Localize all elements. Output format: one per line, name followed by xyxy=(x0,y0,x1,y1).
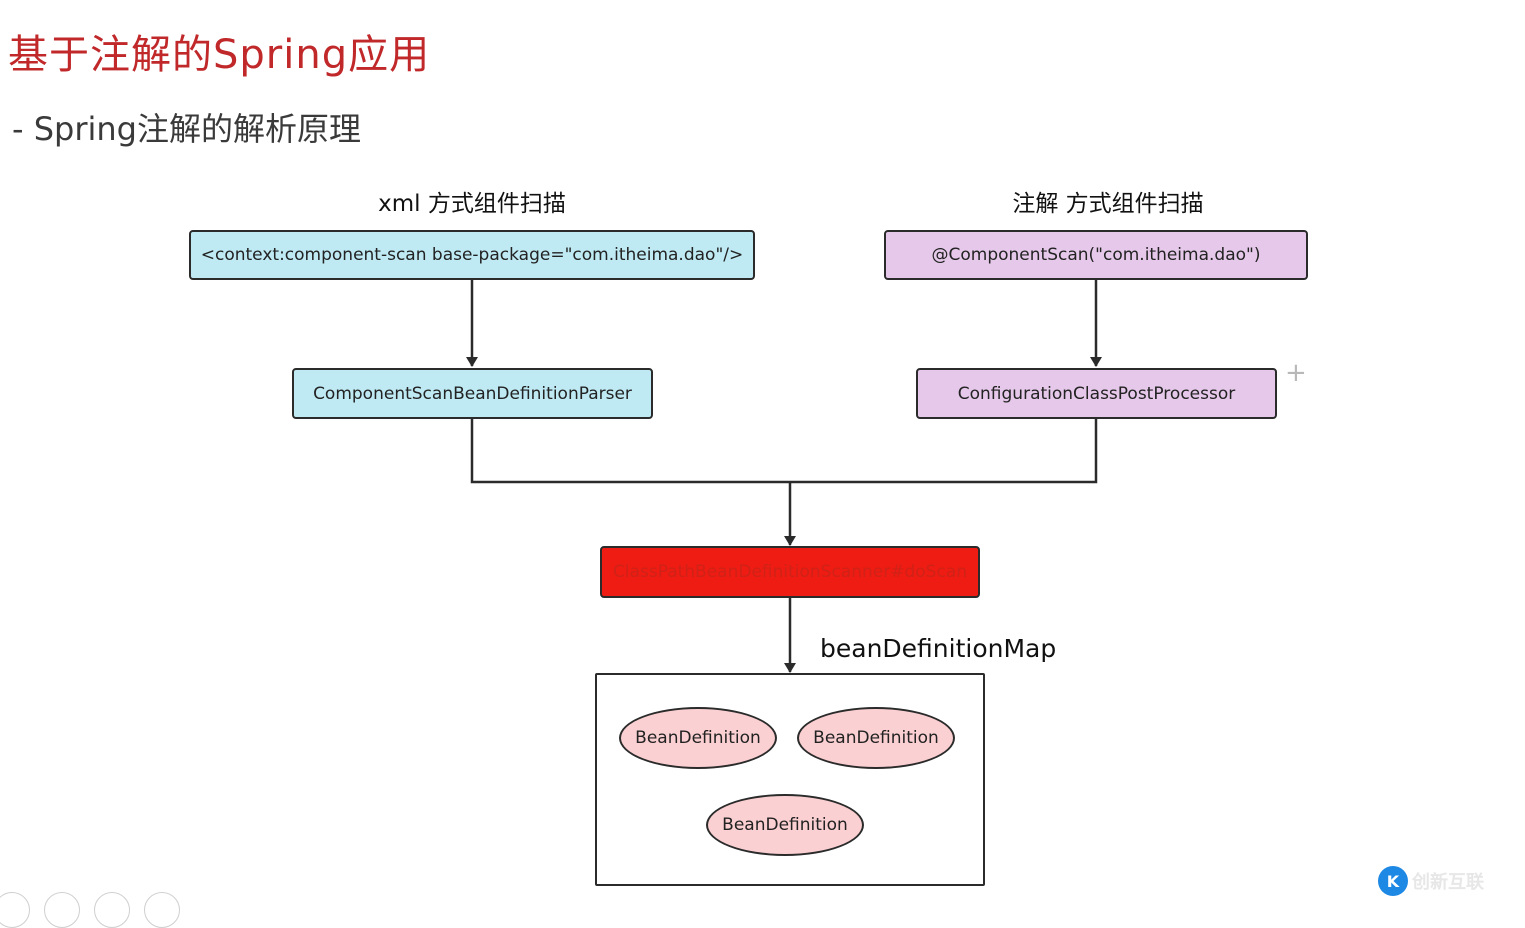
nav-back-icon[interactable] xyxy=(0,892,30,928)
bean-definition-label: BeanDefinition xyxy=(635,728,761,748)
scanner-label: ClassPathBeanDefinitionScanner#doScan xyxy=(612,562,968,582)
bean-definition-node: BeanDefinition xyxy=(797,707,955,769)
xml-component-scan-node: <context:component-scan base-package="co… xyxy=(189,230,755,280)
bean-definition-node: BeanDefinition xyxy=(706,794,864,856)
component-scan-annotation-node: @ComponentScan("com.itheima.dao") xyxy=(884,230,1308,280)
bean-definition-map-label: beanDefinitionMap xyxy=(820,634,1057,663)
parser-label: ComponentScanBeanDefinitionParser xyxy=(313,383,632,404)
watermark-text: 创新互联 xyxy=(1412,872,1484,893)
scanner-node: ClassPathBeanDefinitionScanner#doScan xyxy=(600,546,980,598)
slide-title: 基于注解的Spring应用 xyxy=(8,32,431,78)
xml-component-scan-label: <context:component-scan base-package="co… xyxy=(200,245,744,265)
watermark: K 创新互联 xyxy=(1378,866,1484,896)
slide-subtitle: - Spring注解的解析原理 xyxy=(12,110,361,148)
component-scan-annotation-label: @ComponentScan("com.itheima.dao") xyxy=(931,245,1261,265)
annotation-scan-heading: 注解 方式组件扫描 xyxy=(1012,191,1204,217)
plus-icon[interactable]: + xyxy=(1285,358,1307,388)
bean-definition-map-container: BeanDefinition BeanDefinition BeanDefini… xyxy=(595,673,985,886)
post-processor-node: ConfigurationClassPostProcessor xyxy=(916,368,1277,419)
bean-definition-node: BeanDefinition xyxy=(619,707,777,769)
bean-definition-label: BeanDefinition xyxy=(722,815,848,835)
xml-scan-heading: xml 方式组件扫描 xyxy=(378,191,566,217)
nav-more-icon[interactable] xyxy=(144,892,180,928)
nav-zoom-icon[interactable] xyxy=(94,892,130,928)
nav-menu-icon[interactable] xyxy=(44,892,80,928)
parser-node: ComponentScanBeanDefinitionParser xyxy=(292,368,653,419)
connector-merge xyxy=(470,419,1098,484)
post-processor-label: ConfigurationClassPostProcessor xyxy=(957,383,1236,404)
slide-nav-controls xyxy=(0,892,180,928)
bean-definition-label: BeanDefinition xyxy=(813,728,939,748)
brand-logo-icon: K xyxy=(1378,866,1408,896)
